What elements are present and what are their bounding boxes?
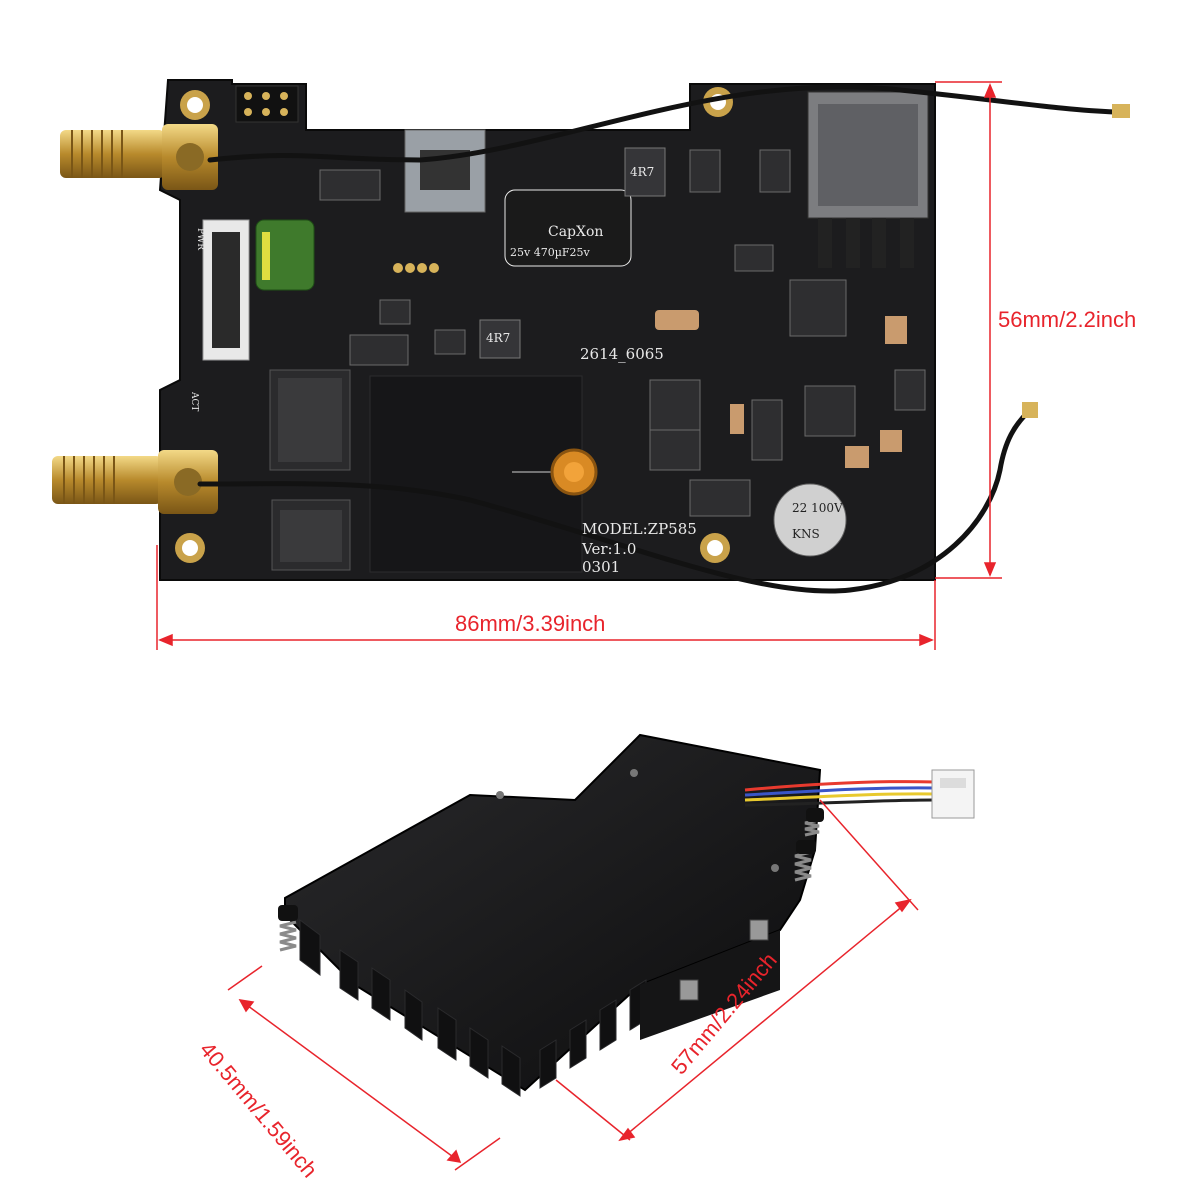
heatsink-dimension-lines [227, 799, 919, 1171]
sma-connector-top [60, 124, 218, 190]
pogo-pins [393, 263, 439, 273]
svg-text:4R7: 4R7 [630, 165, 654, 179]
heatsink [278, 733, 975, 1097]
inductor [404, 129, 486, 213]
fan-connector [931, 769, 975, 819]
pcb-board: CapXon 25v 470µF25v 4R7 4R7 22 100V [52, 79, 1130, 594]
fpc-connector [202, 219, 250, 361]
small-capacitor: 22 100V KNS [773, 483, 847, 557]
transformer [807, 91, 929, 268]
pin-header [235, 85, 299, 123]
inductor-4r7: 4R7 [624, 147, 666, 197]
svg-text:22 100V: 22 100V [792, 501, 843, 515]
act-label: ACT [189, 391, 199, 411]
capacitor-brand: CapXon [548, 224, 603, 240]
mounting-hole [175, 533, 205, 563]
sma-connector-bottom [52, 450, 218, 514]
part-code: 2614_6065 [580, 345, 664, 363]
smd-components [319, 149, 926, 517]
svg-text:KNS: KNS [792, 527, 820, 541]
version-label: Ver:1.0 [581, 540, 636, 558]
mounting-hole [700, 533, 730, 563]
chip-area [369, 375, 583, 573]
dimension-lines [156, 81, 1002, 650]
date-code: 0301 [582, 558, 620, 576]
model-label: MODEL:ZP585 [582, 520, 697, 538]
board-width-label: 86mm/3.39inch [455, 611, 606, 636]
pwr-label: PWR [195, 228, 205, 250]
mounting-hole [180, 90, 210, 120]
antenna-cable [197, 84, 1118, 594]
fan-cable [744, 780, 936, 807]
ufl-connector [1022, 104, 1130, 418]
m2-slot [269, 369, 351, 571]
board-height-label: 56mm/2.2inch [998, 307, 1137, 332]
svg-text:4R7: 4R7 [486, 331, 510, 345]
green-capacitor [255, 219, 315, 291]
mounting-spring [279, 818, 820, 952]
capacitor-rating: 25v 470µF25v [510, 246, 590, 259]
inductor-4r7: 4R7 [479, 319, 521, 359]
electrolytic-capacitor: CapXon 25v 470µF25v [504, 189, 632, 267]
